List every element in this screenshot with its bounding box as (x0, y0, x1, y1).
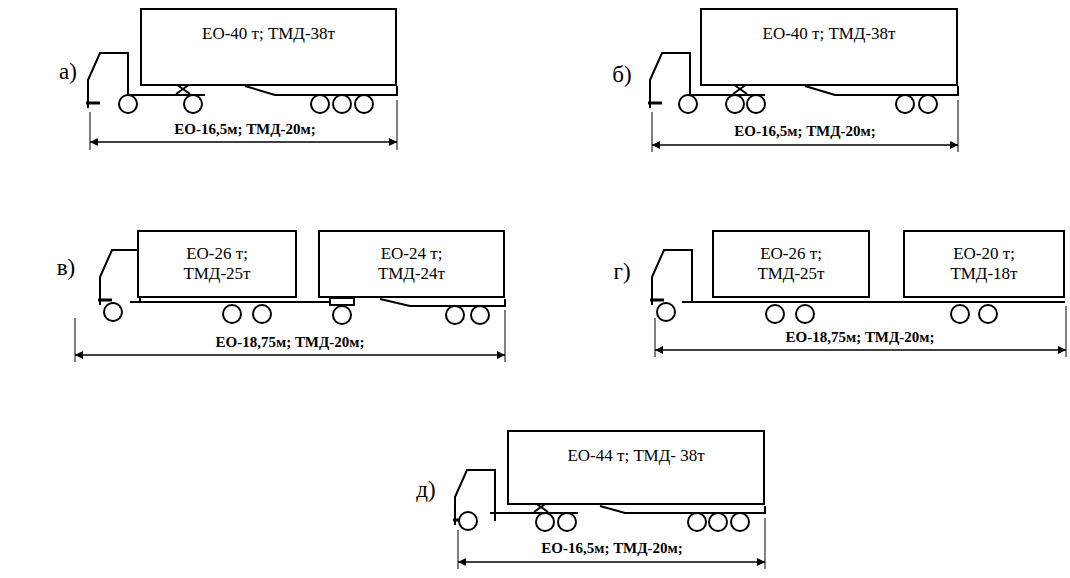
dimension-label: ЕО-16,5м; ТМД-20м; (172, 121, 317, 138)
load-capacity: ЕО-40 т; ТМД-38т (202, 24, 335, 44)
load-capacity: ЕО-44 т; ТМД- 38т (567, 446, 704, 466)
cargo-body: ЕО-24 т; ТМД-24т (318, 230, 505, 298)
cargo-body: ЕО-40 т; ТМД-38т (700, 8, 958, 86)
load-capacity: ЕО-26 т; ТМД-25т (743, 244, 839, 285)
load-capacity: ЕО-20 т; ТМД-18т (936, 244, 1032, 285)
dimension-label: ЕО-18,75м; ТМД-20м; (214, 334, 367, 351)
cargo-body: ЕО-26 т; ТМД-25т (712, 230, 870, 298)
variant-letter: б) (612, 62, 631, 87)
variant-letter: в) (57, 255, 76, 280)
cargo-body: ЕО-20 т; ТМД-18т (903, 230, 1065, 298)
variant-letter: г) (613, 259, 630, 284)
dimension-label: ЕО-16,5м; ТМД-20м; (539, 540, 684, 557)
load-capacity: ЕО-40 т; ТМД-38т (763, 24, 896, 44)
variant-letter: д) (416, 477, 435, 502)
variant-letter: а) (59, 59, 77, 84)
dimension-label: ЕО-18,75м; ТМД-20м; (784, 329, 937, 346)
load-capacity: ЕО-24 т; ТМД-24т (364, 244, 460, 285)
cargo-body: ЕО-26 т; ТМД-25т (137, 230, 297, 298)
cargo-body: ЕО-40 т; ТМД-38т (140, 8, 397, 86)
cargo-body: ЕО-44 т; ТМД- 38т (507, 430, 765, 505)
load-capacity: ЕО-26 т; ТМД-25т (169, 244, 265, 285)
dimension-label: ЕО-16,5м; ТМД-20м; (732, 123, 877, 140)
